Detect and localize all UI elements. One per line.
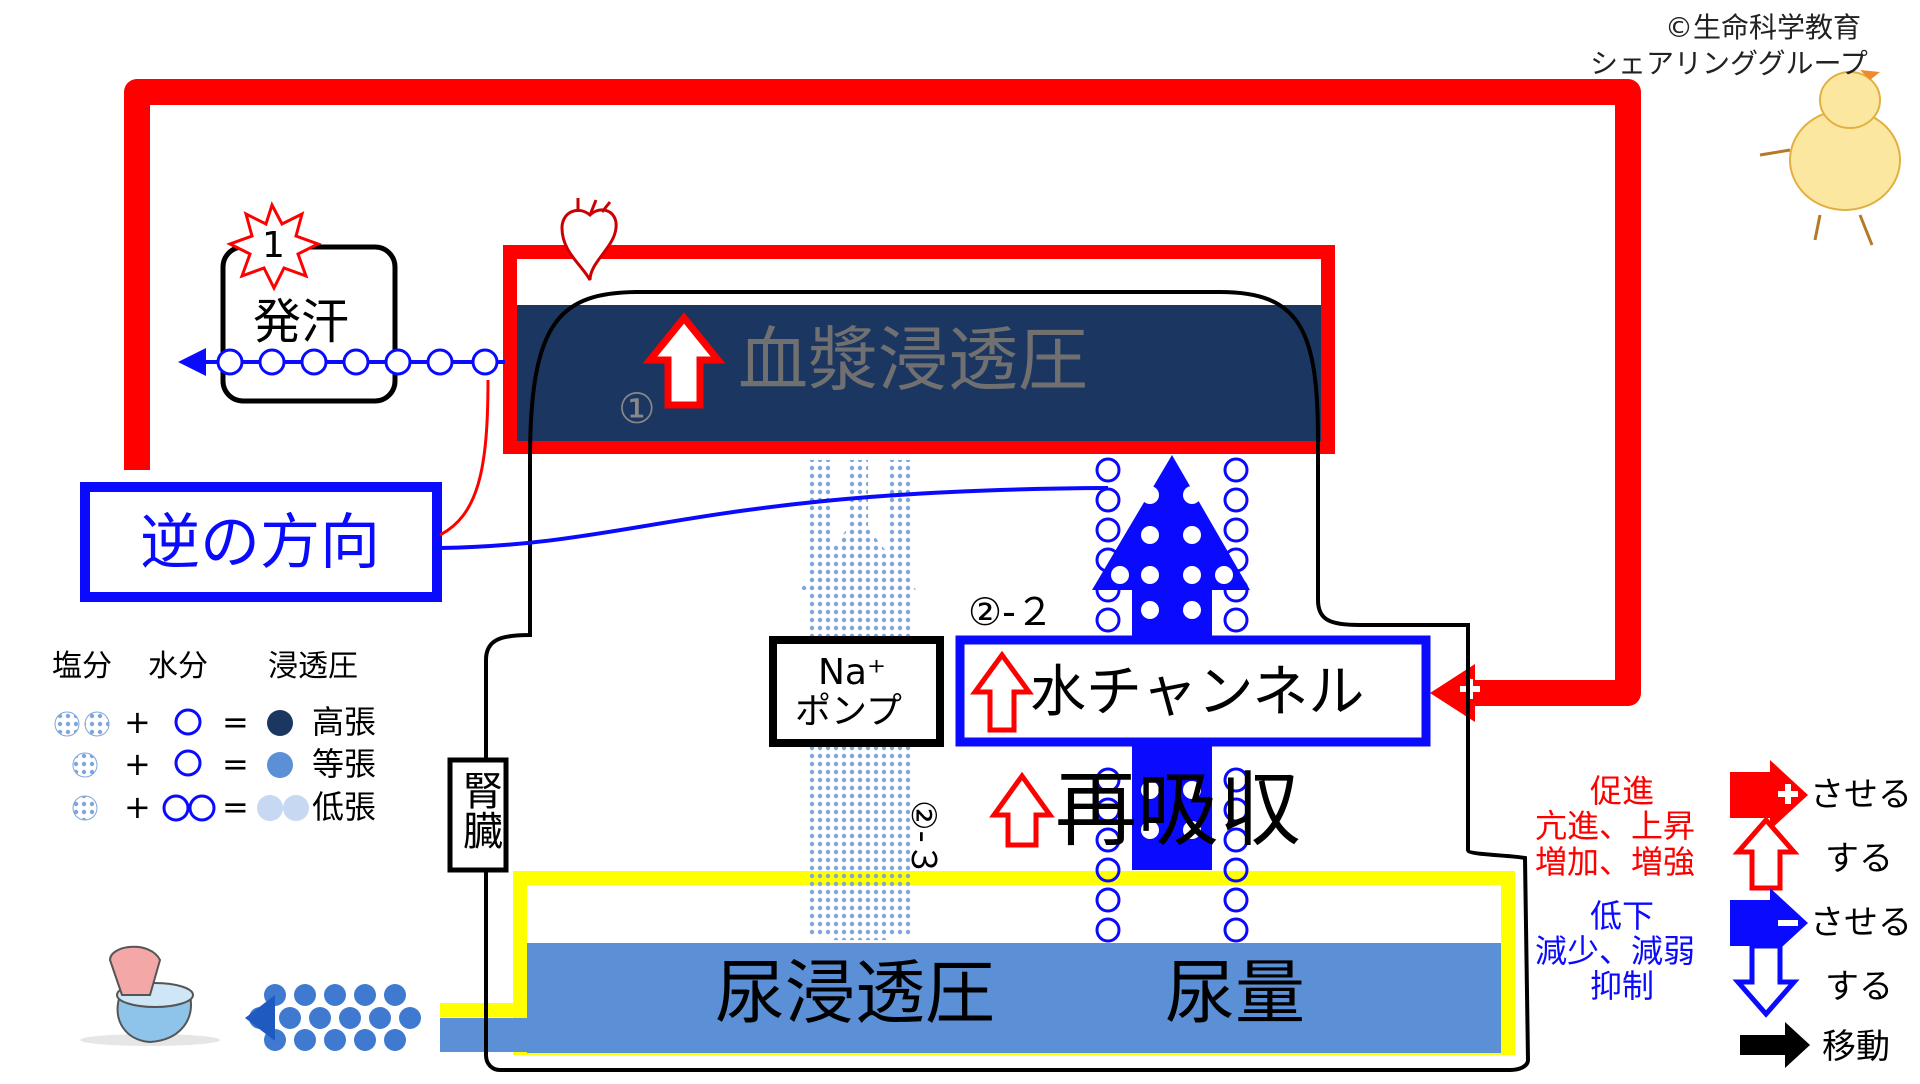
do-decrease-icon bbox=[1732, 943, 1800, 1018]
do-increase-icon bbox=[1732, 816, 1800, 891]
water-dots-in-arrow bbox=[1111, 486, 1233, 839]
reverse-blue-connector bbox=[439, 486, 1109, 550]
action-legend-symbols bbox=[1730, 760, 1810, 1068]
na-pump-box bbox=[769, 636, 944, 747]
legend-header-water: 水分 bbox=[148, 649, 208, 684]
tonicity-legend-symbols bbox=[54, 708, 309, 822]
duck-icon bbox=[1759, 70, 1901, 246]
legend-header-salt: 塩分 bbox=[52, 649, 112, 684]
channel-up-arrow bbox=[970, 650, 1034, 733]
urine-fill bbox=[527, 943, 1501, 1053]
na-pump-line1: Na⁺ bbox=[818, 652, 886, 693]
urine-outflow bbox=[245, 984, 421, 1051]
reabsorb-up-arrow bbox=[989, 771, 1055, 848]
cause-decrease-icon bbox=[1730, 888, 1808, 958]
legend-row1-plus: + bbox=[124, 703, 151, 741]
reverse-direction-label: 逆の方向 bbox=[140, 508, 380, 578]
legend-move: 移動 bbox=[1822, 1027, 1890, 1067]
legend-row2-label: 等張 bbox=[312, 745, 377, 783]
legend-decrease-1: 減少、減弱 bbox=[1535, 932, 1696, 970]
plasma-fill bbox=[517, 305, 1321, 441]
kidney-outline bbox=[484, 290, 1531, 1072]
legend-cause-blue: させる bbox=[1810, 903, 1912, 943]
reverse-box bbox=[80, 482, 442, 602]
sweat-water-circles bbox=[216, 348, 499, 376]
plasma-osmotic-label: 血漿浸透圧 bbox=[738, 319, 1088, 401]
plus-arrow-icon bbox=[1430, 664, 1480, 722]
na-pump-line2: ポンプ bbox=[795, 691, 902, 732]
cause-increase-icon bbox=[1730, 760, 1808, 830]
plasma-marker: ① bbox=[618, 384, 656, 433]
sweat-badge-number: 1 bbox=[262, 225, 285, 266]
plasma-up-arrow bbox=[642, 312, 726, 409]
copyright-line1: ©生命科学教育 bbox=[1665, 11, 1862, 44]
legend-row3-plus: + bbox=[124, 788, 151, 826]
legend-decrease-2: 抑制 bbox=[1590, 967, 1655, 1005]
legend-do-red: する bbox=[1825, 839, 1893, 879]
star-badge-icon bbox=[226, 201, 322, 292]
sweat-label: 発汗 bbox=[253, 294, 350, 350]
move-icon bbox=[1740, 1022, 1810, 1068]
feedback-loop bbox=[124, 79, 1641, 706]
kidney-label-box bbox=[447, 757, 509, 873]
legend-do-blue: する bbox=[1825, 967, 1893, 1007]
legend-row3-label: 低張 bbox=[312, 788, 377, 826]
urine-volume-label: 尿量 bbox=[1165, 952, 1305, 1034]
water-channel-marker: ②-２ bbox=[968, 590, 1054, 634]
reabsorption-label: 再吸収 bbox=[1055, 763, 1302, 858]
legend-increase-2: 増加、増強 bbox=[1535, 843, 1696, 881]
water-channel-box bbox=[955, 635, 1431, 747]
kidney-label: 腎臓 bbox=[456, 770, 502, 850]
legend-row1-eq: = bbox=[222, 703, 249, 741]
sweat-arrow-head bbox=[178, 348, 206, 376]
heart-icon bbox=[560, 198, 618, 281]
legend-row3-eq: = bbox=[222, 788, 249, 826]
legend-row2-plus: + bbox=[124, 745, 151, 783]
reverse-red-connector bbox=[439, 379, 490, 537]
water-channel-label: 水チャンネル bbox=[1030, 660, 1365, 725]
urine-osmotic-label: 尿浸透圧 bbox=[715, 952, 995, 1034]
toilet-icon bbox=[80, 945, 220, 1046]
legend-decrease-title: 低下 bbox=[1590, 897, 1655, 935]
legend-promote: 促進 bbox=[1590, 772, 1655, 810]
legend-row2-eq: = bbox=[222, 745, 249, 783]
legend-increase-1: 亢進、上昇 bbox=[1535, 807, 1696, 845]
reabsorption-marker: ②-３ bbox=[903, 800, 943, 877]
copyright-line2: シェアリンググループ bbox=[1590, 47, 1868, 80]
legend-row1-label: 高張 bbox=[312, 703, 377, 741]
legend-header-osmotic: 浸透圧 bbox=[268, 649, 358, 684]
legend-cause-red: させる bbox=[1810, 775, 1912, 815]
